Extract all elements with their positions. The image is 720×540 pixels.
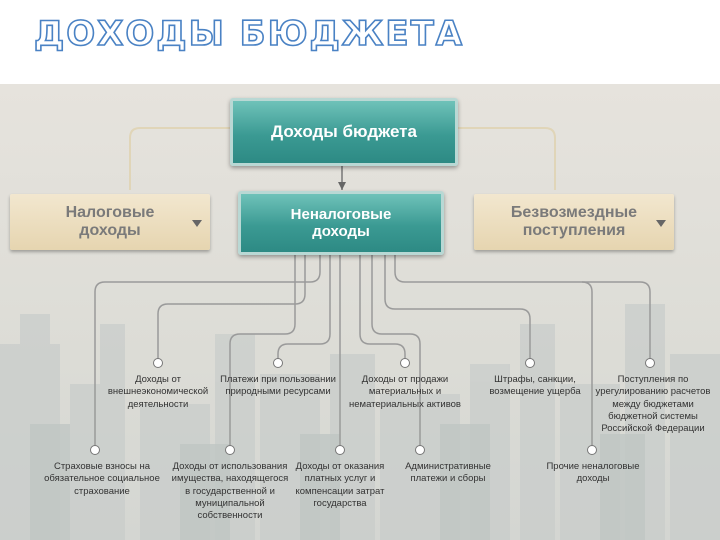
leaf-item: Платежи при пользовании природными ресур… bbox=[220, 374, 336, 398]
node-dot bbox=[400, 358, 410, 368]
node-dot bbox=[225, 445, 235, 455]
node-dot bbox=[153, 358, 163, 368]
leaf-item: Прочие неналоговые доходы bbox=[546, 461, 640, 485]
node-dot bbox=[415, 445, 425, 455]
leaf-item: Доходы от внешнеэкономической деятельнос… bbox=[107, 374, 209, 410]
diagram-panel: Доходы бюджета Налоговые доходы Неналого… bbox=[0, 84, 720, 540]
leaf-item: Штрафы, санкции, возмещение ущерба bbox=[489, 374, 581, 398]
root-node: Доходы бюджета bbox=[230, 98, 458, 166]
city-skyline-background bbox=[0, 304, 720, 540]
root-node-label: Доходы бюджета bbox=[271, 122, 417, 142]
node-dot bbox=[90, 445, 100, 455]
node-dot bbox=[273, 358, 283, 368]
leaf-item: Доходы от оказания платных услуг и компе… bbox=[295, 461, 385, 510]
category-grants[interactable]: Безвозмездные поступления bbox=[474, 194, 674, 250]
node-dot bbox=[587, 445, 597, 455]
category-non-tax-revenue[interactable]: Неналоговые доходы bbox=[238, 191, 444, 255]
leaf-item: Страховые взносы на обязательное социаль… bbox=[44, 461, 160, 497]
node-dot bbox=[525, 358, 535, 368]
page-title: ДОХОДЫ БЮДЖЕТА bbox=[33, 13, 465, 55]
category-non-tax-revenue-label: Неналоговые доходы bbox=[290, 205, 392, 240]
category-grants-label: Безвозмездные поступления bbox=[510, 203, 638, 239]
node-dot bbox=[335, 445, 345, 455]
dropdown-arrow-icon bbox=[192, 220, 202, 227]
leaf-item: Доходы от использования имущества, наход… bbox=[171, 461, 289, 522]
leaf-item: Административные платежи и сборы bbox=[405, 461, 491, 485]
leaf-item: Поступления по урегулированию расчетов м… bbox=[595, 374, 711, 435]
category-tax-revenue[interactable]: Налоговые доходы bbox=[10, 194, 210, 250]
category-tax-revenue-label: Налоговые доходы bbox=[65, 203, 155, 239]
connector-lines bbox=[94, 127, 651, 446]
node-dot bbox=[645, 358, 655, 368]
dropdown-arrow-icon bbox=[656, 220, 666, 227]
leaf-item: Доходы от продажи материальных и нематер… bbox=[349, 374, 461, 410]
